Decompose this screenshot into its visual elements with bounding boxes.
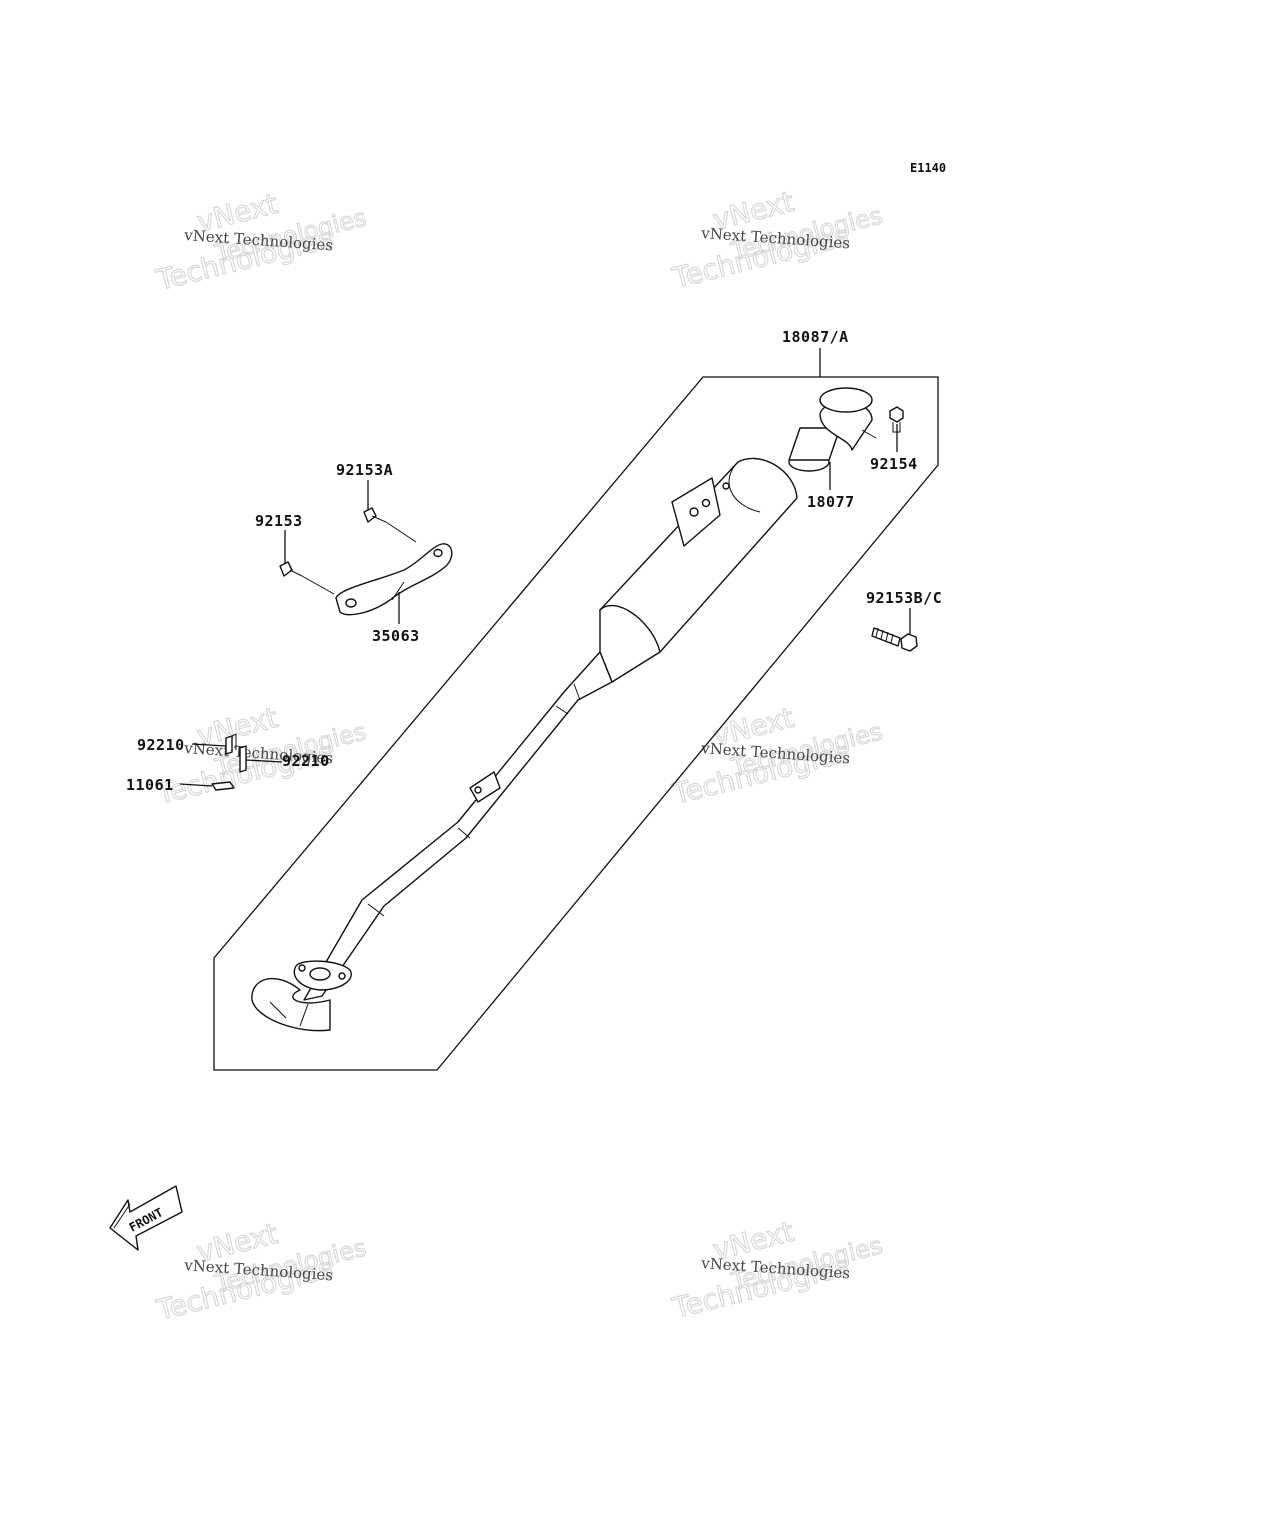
part-label-18087: 18087/A <box>782 328 849 346</box>
diagram-code: E1140 <box>910 161 946 175</box>
watermark-top-left: vNext Technologies Technologies vNext Te… <box>152 186 369 297</box>
part-label-35063: 35063 <box>372 627 420 645</box>
install-line-92153 <box>301 575 335 595</box>
watermark-bottom-left: vNext Technologies Technologies vNext Te… <box>152 1216 369 1327</box>
bracket-35063 <box>335 543 453 616</box>
leader-92210-a <box>191 743 227 747</box>
leader-11061 <box>179 783 213 787</box>
watermark-mid-left: vNext Technologies Technologies vNext Te… <box>152 700 369 811</box>
part-label-18077: 18077 <box>807 493 855 511</box>
gasket-11061 <box>211 781 235 791</box>
part-label-92154: 92154 <box>870 455 918 473</box>
stud-92210 <box>225 733 247 773</box>
bolt-92153 <box>279 561 303 577</box>
exhaust-pipe <box>251 651 613 1032</box>
muffler <box>599 457 798 683</box>
front-arrow-icon: FRONT <box>109 1185 183 1251</box>
tail-pipe-18077 <box>788 387 877 472</box>
part-label-92153: 92153 <box>255 512 303 530</box>
part-label-11061: 11061 <box>126 776 174 794</box>
part-label-92153a: 92153A <box>336 461 393 479</box>
watermark-bottom-right: vNext Technologies Technologies vNext Te… <box>668 1214 885 1325</box>
bolt-92153bc <box>871 627 918 652</box>
bolt-92153a <box>363 507 387 523</box>
part-label-92210-left: 92210 <box>137 736 185 754</box>
part-label-92210-right: 92210 <box>282 752 330 770</box>
watermark-top-right: vNext Technologies Technologies vNext Te… <box>668 184 885 295</box>
watermark-mid-right: vNext Technologies Technologies vNext Te… <box>668 700 885 811</box>
part-label-92153bc: 92153B/C <box>866 589 942 607</box>
assembly-outline <box>213 376 939 1071</box>
install-line-92153a <box>385 521 417 543</box>
leader-92210-b <box>245 759 283 763</box>
